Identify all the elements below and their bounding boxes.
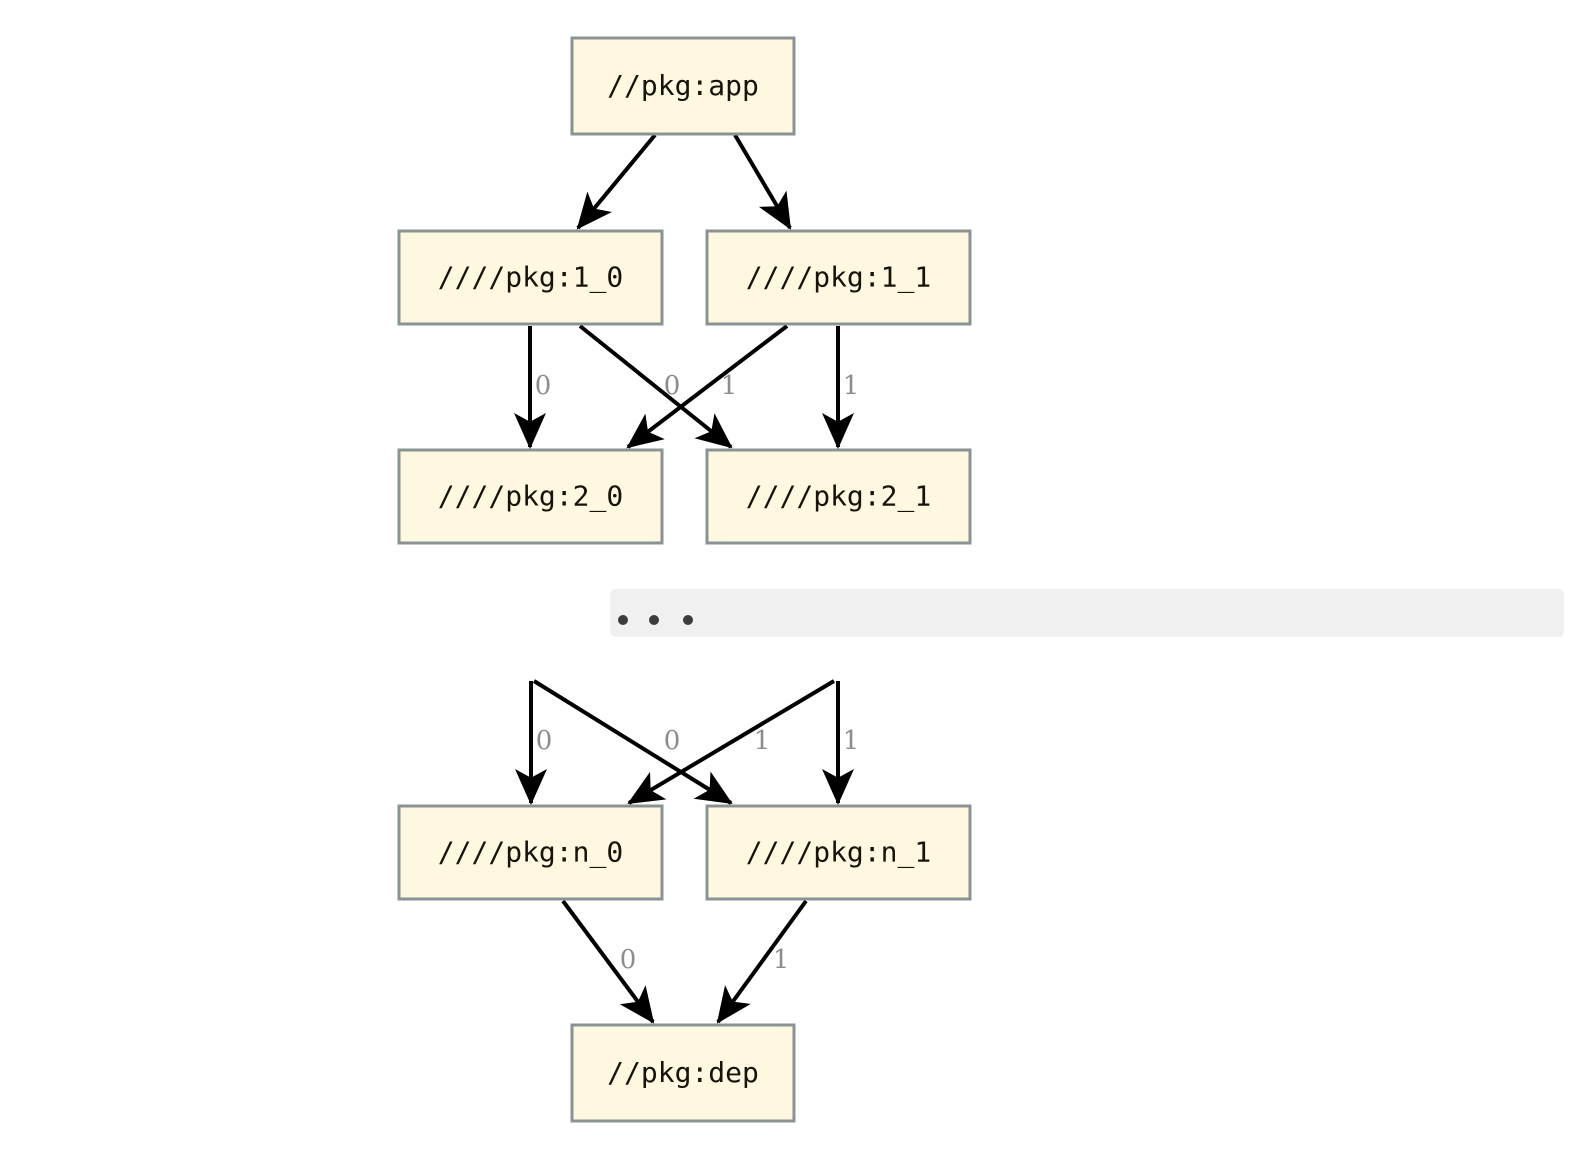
edge-ellipsis2-to-n_1: 1: [822, 681, 860, 805]
edge-app-to-1_0: [576, 133, 657, 230]
edges-group: 0 0 1 1 0 0 1: [514, 133, 860, 1024]
edge-label: 0: [620, 945, 637, 975]
node-box[interactable]: [570, 1023, 796, 1123]
edge-label: 1: [843, 371, 860, 401]
node-box[interactable]: [705, 448, 972, 545]
node-pkg-1_0[interactable]: ////pkg:1_0: [397, 229, 664, 326]
node-label: //pkg:dep: [607, 1056, 759, 1089]
node-box[interactable]: [570, 36, 796, 136]
node-dep[interactable]: //pkg:dep: [570, 1023, 796, 1123]
node-box[interactable]: [397, 448, 664, 545]
edge-label: 0: [664, 726, 681, 756]
edge-label: 1: [843, 726, 860, 756]
node-label: //pkg:app: [607, 69, 759, 102]
edge-1_1-to-2_1: 1: [822, 326, 860, 449]
node-label: ////pkg:2_0: [438, 480, 623, 514]
node-pkg-2_1[interactable]: ////pkg:2_1: [705, 448, 972, 545]
node-pkg-1_1[interactable]: ////pkg:1_1: [705, 229, 972, 326]
node-label: ////pkg:n_1: [746, 836, 931, 870]
edge-n_1-to-dep: 1: [716, 899, 808, 1024]
node-box[interactable]: [397, 229, 664, 326]
edge-label: 1: [721, 371, 738, 401]
node-app[interactable]: //pkg:app: [570, 36, 796, 136]
node-label: ////pkg:1_0: [438, 261, 623, 295]
ellipsis-band: [610, 589, 1564, 637]
edge-ellipsis-to-n_1: 0: [532, 679, 733, 805]
node-box[interactable]: [705, 804, 972, 901]
node-pkg-n_1[interactable]: ////pkg:n_1: [705, 804, 972, 901]
node-box[interactable]: [397, 804, 664, 901]
node-box[interactable]: [705, 229, 972, 326]
edge-ellipsis2-to-n_0: 1: [627, 679, 836, 805]
node-pkg-n_0[interactable]: ////pkg:n_0: [397, 804, 664, 901]
edge-app-to-1_1: [733, 133, 792, 230]
edge-label: 0: [535, 371, 552, 401]
ellipsis-dot-3: [683, 615, 693, 625]
edge-1_0-to-2_0: 0: [514, 326, 552, 449]
edge-label: 0: [536, 726, 553, 756]
ellipsis-dot-1: [618, 615, 628, 625]
edge-label: 0: [664, 371, 681, 401]
node-label: ////pkg:1_1: [746, 261, 931, 295]
node-label: ////pkg:n_0: [438, 836, 623, 870]
node-label: ////pkg:2_1: [746, 480, 931, 514]
edge-ellipsis-to-n_0: 0: [515, 681, 553, 805]
ellipsis-group: [610, 589, 1564, 637]
edge-n_0-to-dep: 0: [561, 899, 655, 1024]
edge-1_1-to-2_0: 1: [626, 324, 789, 449]
ellipsis-dot-2: [649, 615, 659, 625]
nodes-group: //pkg:app ////pkg:1_0 ////pkg:1_1 ////pk…: [397, 36, 972, 1123]
node-pkg-2_0[interactable]: ////pkg:2_0: [397, 448, 664, 545]
edge-label: 1: [754, 726, 771, 756]
edge-label: 1: [773, 945, 790, 975]
edge-1_0-to-2_1: 0: [578, 324, 733, 449]
